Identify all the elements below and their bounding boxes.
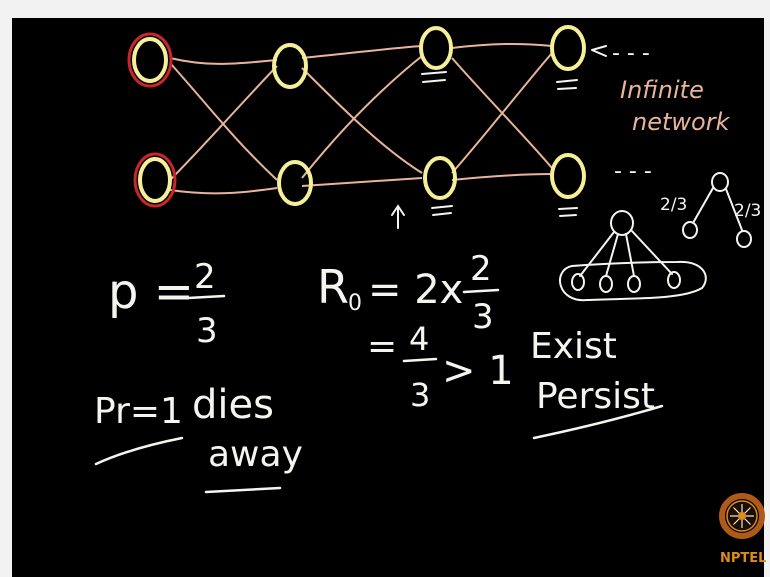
label-exist: Exist	[530, 326, 617, 367]
blackboard: - - - - - - Infinite network 2/3 2/3	[12, 18, 764, 577]
node-layer3-top	[419, 26, 453, 70]
away-underline	[204, 486, 282, 494]
seed-node-ring	[133, 152, 177, 208]
p-denominator: 3	[196, 311, 218, 351]
label-dies: dies	[192, 382, 274, 428]
r0-subscript: 0	[348, 291, 362, 316]
label-away: away	[208, 434, 303, 475]
seed-node-ring	[127, 32, 173, 88]
node-layer4-top	[550, 25, 586, 71]
node-layer2-bottom	[277, 160, 313, 206]
result-rhs: > 1	[442, 348, 514, 394]
r0-denominator: 3	[472, 297, 494, 337]
network-edges	[169, 42, 553, 195]
p-label: p =	[108, 264, 194, 320]
equation-result: = 4 3 > 1	[367, 320, 514, 414]
seed-node-bottom	[138, 157, 172, 203]
result-denominator: 3	[410, 376, 430, 414]
r0-mid: = 2x	[368, 267, 463, 313]
result-eq: =	[367, 326, 397, 367]
label-persist: Persist	[536, 376, 655, 417]
branching-tree-enclosed	[559, 210, 707, 302]
node-layer3-bottom	[423, 156, 457, 200]
p-numerator: 2	[194, 257, 216, 297]
network-nodes	[127, 25, 586, 208]
tree-prob-left: 2/3	[660, 195, 687, 215]
r0-label: R	[317, 260, 349, 314]
label-pr: Pr=1	[94, 391, 183, 432]
equation-p: p = 2 3	[108, 257, 226, 351]
equation-r0: R 0 = 2x 2 3	[317, 249, 500, 337]
pr-underline	[94, 436, 184, 466]
result-numerator: 4	[409, 320, 429, 358]
nptel-emblem-icon: NPTEL	[719, 493, 766, 566]
tree-prob-right: 2/3	[734, 201, 761, 221]
nptel-text: NPTEL	[720, 551, 766, 566]
label-infinite: Infinite	[620, 76, 704, 104]
r0-numerator: 2	[470, 249, 492, 289]
seed-node-top	[132, 37, 168, 83]
label-network: network	[632, 108, 731, 136]
node-marks	[391, 45, 607, 229]
dots-top: - - -	[612, 41, 650, 66]
nptel-logo: NPTEL	[718, 488, 766, 574]
dots-bottom: - - -	[614, 159, 652, 184]
branching-tree-small: 2/3 2/3	[660, 172, 761, 248]
node-layer4-bottom	[550, 153, 586, 199]
node-layer2-top	[272, 43, 308, 89]
persist-underline	[532, 404, 664, 440]
board-drawing: - - - - - - Infinite network 2/3 2/3	[94, 25, 761, 494]
